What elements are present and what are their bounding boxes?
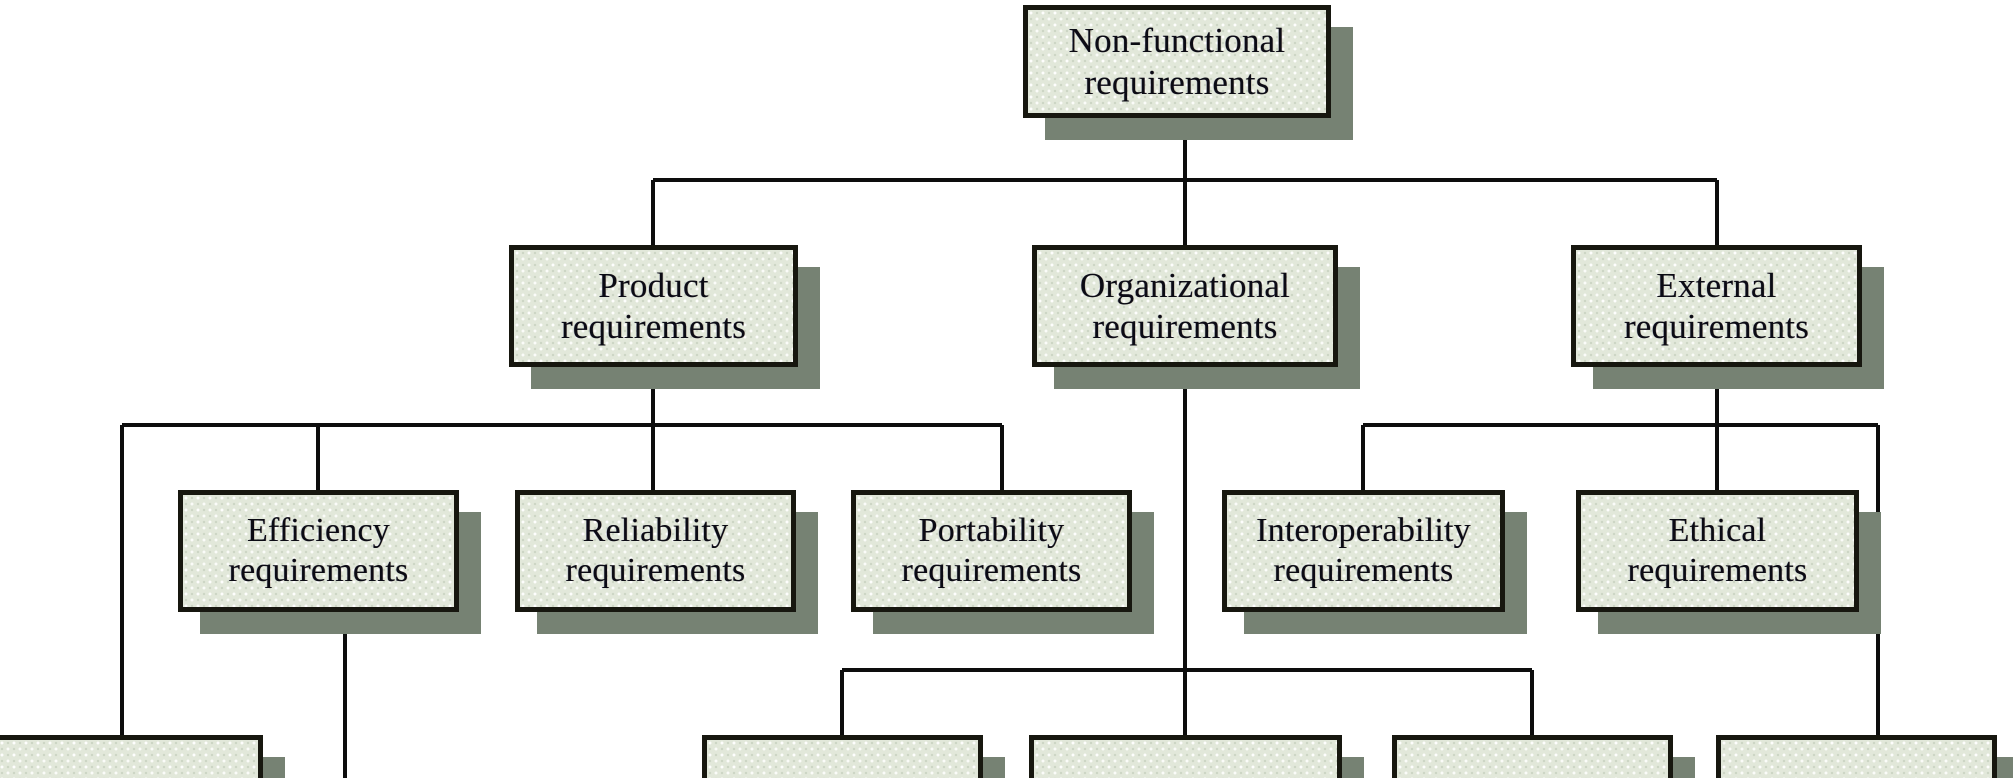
node-label-line1: Standards xyxy=(1463,775,1603,778)
node-label-line2: requirements xyxy=(1092,307,1278,346)
node-interoperability-requirements[interactable]: Interoperability requirements xyxy=(1222,490,1527,634)
node-face: Ethical requirements xyxy=(1576,490,1859,612)
node-label-line2: requirements xyxy=(1623,307,1810,346)
node-label-line2: requirements xyxy=(901,552,1082,589)
node-face: Delivery xyxy=(702,735,983,778)
node-face: Reliability requirements xyxy=(515,490,796,612)
node-label-line1: Product xyxy=(598,265,709,305)
node-face: Organizational requirements xyxy=(1032,245,1338,367)
node-face: Standards xyxy=(1392,735,1673,778)
node-standards[interactable]: Standards xyxy=(1392,735,1695,778)
node-label-line2: requirements xyxy=(560,307,747,346)
node-face: Usability xyxy=(0,735,263,778)
node-label-line2: requirements xyxy=(1084,62,1270,102)
node-face: Non-functional requirements xyxy=(1023,5,1331,118)
node-implementation[interactable]: Implementation xyxy=(1029,735,1364,778)
node-portability-requirements[interactable]: Portability requirements xyxy=(851,490,1154,634)
node-label-line1: Usability xyxy=(57,775,187,778)
node-face: Efficiency requirements xyxy=(178,490,459,612)
node-product-requirements[interactable]: Product requirements xyxy=(509,245,820,389)
node-label-line1: Ethical xyxy=(1668,511,1767,549)
node-label-line1: Organizational xyxy=(1079,265,1291,305)
node-legislative[interactable]: Legislative xyxy=(1716,735,2013,778)
node-organizational-requirements[interactable]: Organizational requirements xyxy=(1032,245,1360,389)
node-label-line1: Interoperability xyxy=(1256,511,1471,549)
node-ethical-requirements[interactable]: Ethical requirements xyxy=(1576,490,1881,634)
node-label-line2: requirements xyxy=(1627,552,1808,589)
node-face: Interoperability requirements xyxy=(1222,490,1505,612)
node-label-line1: Reliability xyxy=(582,511,729,549)
node-label-line1: External xyxy=(1656,265,1777,305)
node-efficiency-requirements[interactable]: Efficiency requirements xyxy=(178,490,481,634)
node-face: Portability requirements xyxy=(851,490,1132,612)
node-face: Product requirements xyxy=(509,245,798,367)
node-non-functional-requirements[interactable]: Non-functional requirements xyxy=(1023,5,1353,140)
node-label-line1: Legislative xyxy=(1778,775,1936,778)
node-label-line2: requirements xyxy=(565,552,746,589)
node-label-line2: requirements xyxy=(1273,552,1454,589)
node-label-line1: Delivery xyxy=(780,775,904,778)
node-face: Implementation xyxy=(1029,735,1342,778)
node-label-line1: Efficiency xyxy=(247,511,390,549)
node-delivery[interactable]: Delivery xyxy=(702,735,1005,778)
node-reliability-requirements[interactable]: Reliability requirements xyxy=(515,490,818,634)
node-face: External requirements xyxy=(1571,245,1862,367)
node-label-line1: Implementation xyxy=(1073,775,1297,778)
node-label-line1: Non-functional xyxy=(1068,21,1286,61)
node-external-requirements[interactable]: External requirements xyxy=(1571,245,1884,389)
node-label-line2: requirements xyxy=(228,552,409,589)
node-usability[interactable]: Usability xyxy=(0,735,285,778)
node-face: Legislative xyxy=(1716,735,1997,778)
node-label-line1: Portability xyxy=(918,511,1065,549)
